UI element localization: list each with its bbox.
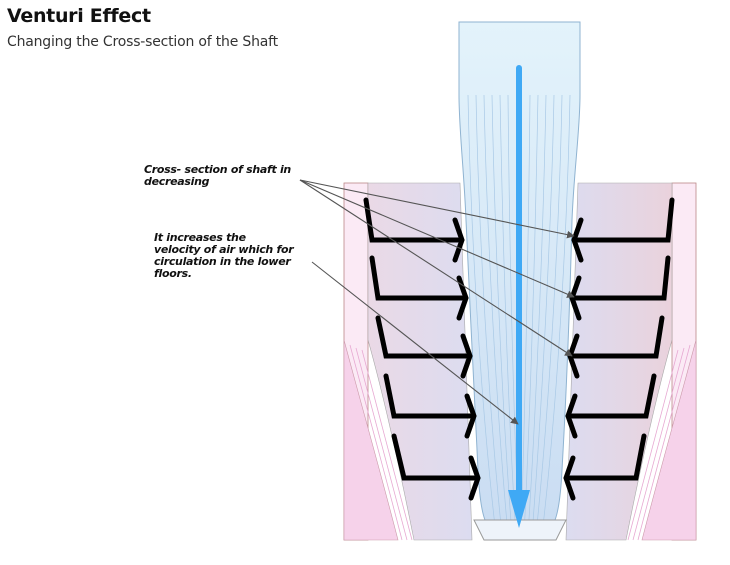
page-title: Venturi Effect bbox=[7, 5, 151, 27]
floor-bars-right bbox=[563, 197, 675, 501]
interior-right bbox=[565, 182, 673, 541]
airflow-arrow bbox=[508, 65, 530, 528]
outer-wall-left bbox=[343, 182, 413, 541]
floor-bars-left bbox=[363, 197, 481, 501]
airflow-streamlines bbox=[467, 94, 571, 536]
annotation-pointers bbox=[299, 179, 575, 425]
page-subtitle: Changing the Cross-section of the Shaft bbox=[7, 34, 278, 50]
outer-wall-right bbox=[627, 182, 697, 541]
annotation-cross-section: Cross- section of shaft in decreasing bbox=[144, 163, 291, 188]
annotation-velocity: It increases the velocity of air which f… bbox=[154, 231, 294, 280]
shaft-base bbox=[473, 519, 567, 541]
